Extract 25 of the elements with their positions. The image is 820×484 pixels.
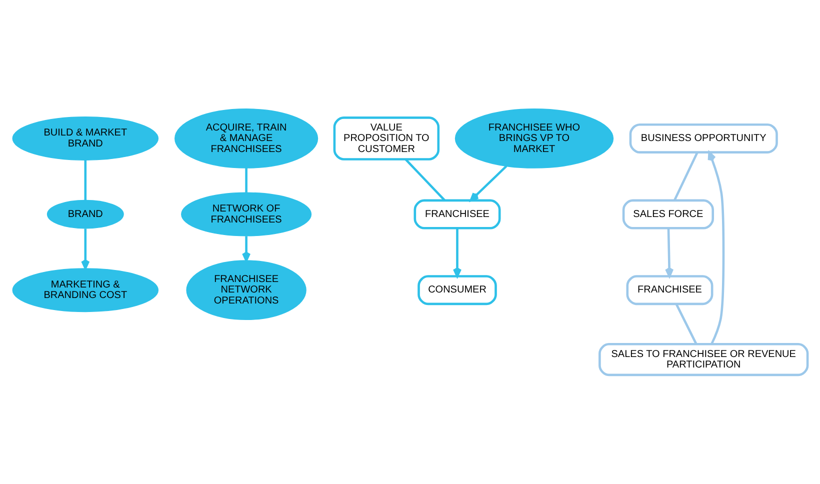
- node-ellipse: ACQUIRE, TRAIN & MANAGE FRANCHISEES: [174, 108, 318, 168]
- connector: [675, 303, 698, 345]
- node-box: CONSUMER: [418, 275, 497, 306]
- node-box: FRANCHISEE: [414, 199, 501, 230]
- node-ellipse: NETWORK OF FRANCHISEES: [181, 192, 312, 236]
- connector: [84, 160, 87, 200]
- arrow: [665, 228, 674, 278]
- connector: [404, 158, 446, 202]
- node-box: BUSINESS OPPORTUNITY: [629, 123, 778, 154]
- arrow: [470, 165, 508, 202]
- node-box: FRANCHISEE: [626, 275, 714, 306]
- arrow: [242, 236, 251, 262]
- arrow: [81, 228, 90, 270]
- arrow: [708, 151, 725, 344]
- node-ellipse: MARKETING & BRANDING COST: [12, 268, 159, 312]
- connector: [673, 152, 698, 201]
- node-box: SALES TO FRANCHISEE OR REVENUE PARTICIPATION: [598, 342, 809, 376]
- arrow: [452, 228, 462, 278]
- node-ellipse: BUILD & MARKET BRAND: [12, 116, 159, 160]
- node-box: VALUE PROPOSITION TO CUSTOMER: [333, 116, 440, 160]
- node-ellipse: BRAND: [46, 200, 124, 229]
- node-ellipse: FRANCHISEE WHO BRINGS VP TO MARKET: [454, 108, 614, 168]
- node-ellipse: FRANCHISEE NETWORK OPERATIONS: [186, 260, 306, 320]
- connector: [245, 168, 248, 192]
- node-box: SALES FORCE: [622, 199, 714, 230]
